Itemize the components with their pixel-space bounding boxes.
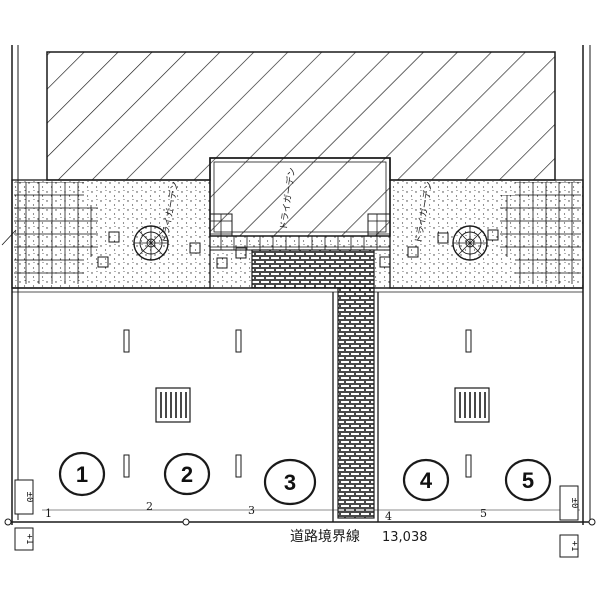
parking-bays bbox=[123, 292, 490, 522]
level-mark-right-bottom: +1 bbox=[569, 541, 579, 552]
drain-grate-right bbox=[454, 387, 490, 423]
tile-grid-left bbox=[14, 182, 98, 284]
tick-label-4: 4 bbox=[385, 510, 392, 523]
svg-text:5: 5 bbox=[522, 468, 534, 493]
road-boundary-caption: 道路境界線 13,038 bbox=[290, 529, 428, 545]
road-boundary-value: 13,038 bbox=[382, 530, 428, 545]
svg-text:1: 1 bbox=[76, 462, 88, 487]
svg-text:3: 3 bbox=[284, 470, 296, 495]
parking-space-4: 4 bbox=[402, 458, 450, 502]
road-boundary-label: 道路境界線 bbox=[290, 529, 360, 545]
tick-label-5: 5 bbox=[480, 507, 487, 520]
frontage-ticks: 1 2 3 4 5 bbox=[4, 500, 596, 526]
parking-space-5: 5 bbox=[504, 458, 552, 502]
parking-space-labels: 1 2 3 4 5 bbox=[58, 451, 552, 506]
tick-label-2: 2 bbox=[146, 500, 153, 513]
level-mark-left-top: ±0 bbox=[24, 492, 34, 503]
parking-space-3: 3 bbox=[263, 458, 317, 506]
leader-line bbox=[1, 229, 17, 246]
round-planter-right bbox=[452, 225, 488, 261]
level-mark-left-bottom: +1 bbox=[24, 534, 34, 545]
parking-space-2: 2 bbox=[163, 452, 211, 496]
stepping-stones bbox=[97, 229, 499, 269]
round-planter-left bbox=[133, 225, 169, 261]
drain-grate-left bbox=[155, 387, 191, 423]
svg-text:2: 2 bbox=[181, 462, 193, 487]
tile-grid-right bbox=[500, 182, 581, 284]
svg-text:4: 4 bbox=[420, 468, 433, 493]
tick-label-1: 1 bbox=[45, 507, 52, 520]
level-marks: ±0 +1 ±0 +1 bbox=[14, 479, 579, 558]
level-mark-right-top: ±0 bbox=[569, 498, 579, 509]
parking-space-1: 1 bbox=[58, 451, 106, 497]
entrance-step bbox=[209, 213, 391, 251]
brick-walkway bbox=[251, 249, 375, 519]
tick-label-3: 3 bbox=[248, 504, 255, 517]
